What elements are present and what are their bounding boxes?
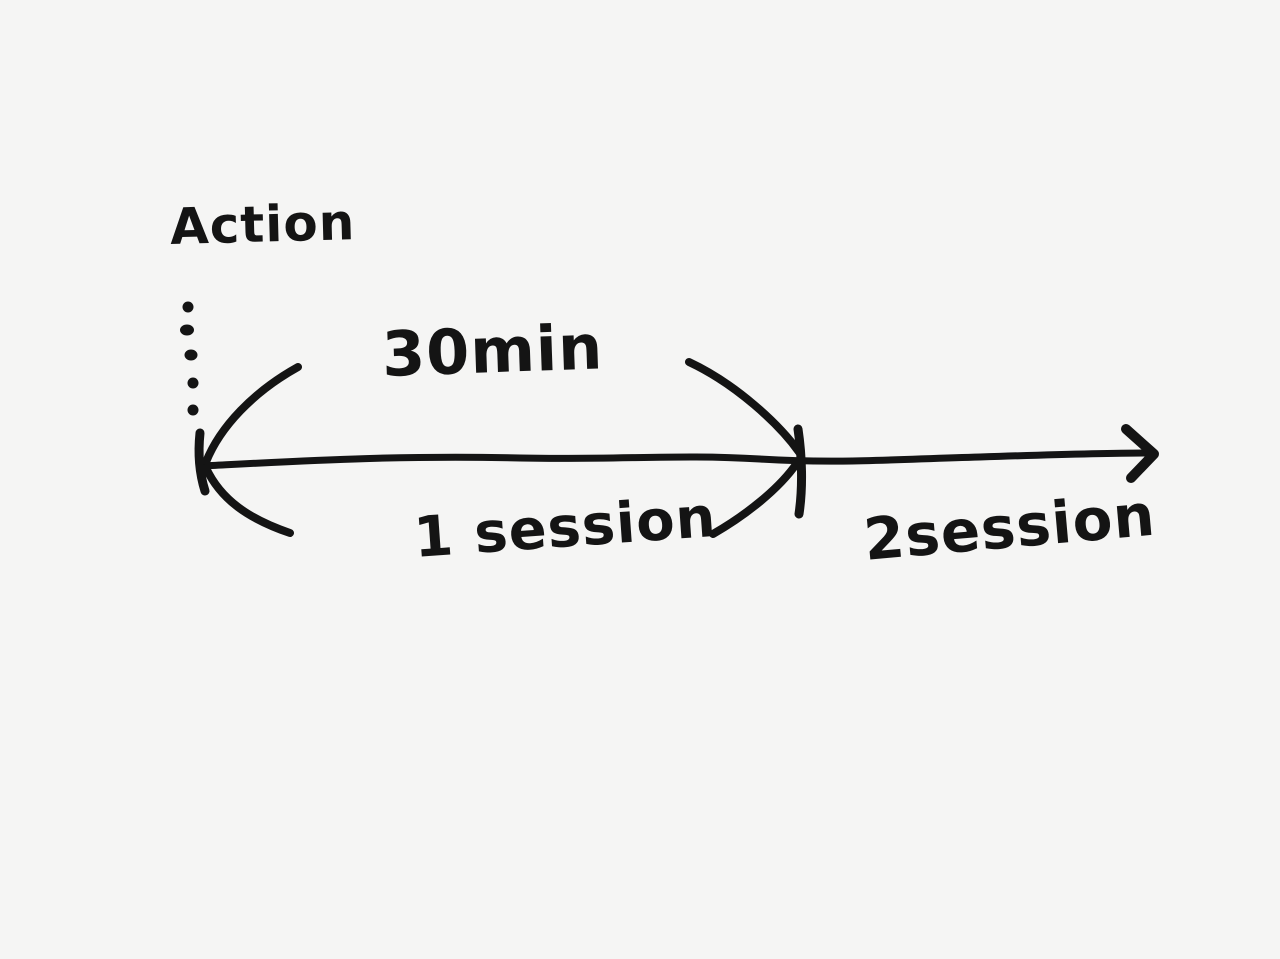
end-tick (793, 424, 807, 519)
timeline-axis (198, 449, 1151, 470)
duration-label: 30min (380, 310, 605, 391)
axis-arrowhead-icon (1121, 424, 1159, 483)
span-arrow-right-head (685, 358, 803, 538)
span-arrow-left-head (202, 363, 302, 537)
dotted-guide-line (180, 301, 199, 416)
action-label: Action (169, 193, 357, 256)
start-tick (194, 428, 210, 496)
